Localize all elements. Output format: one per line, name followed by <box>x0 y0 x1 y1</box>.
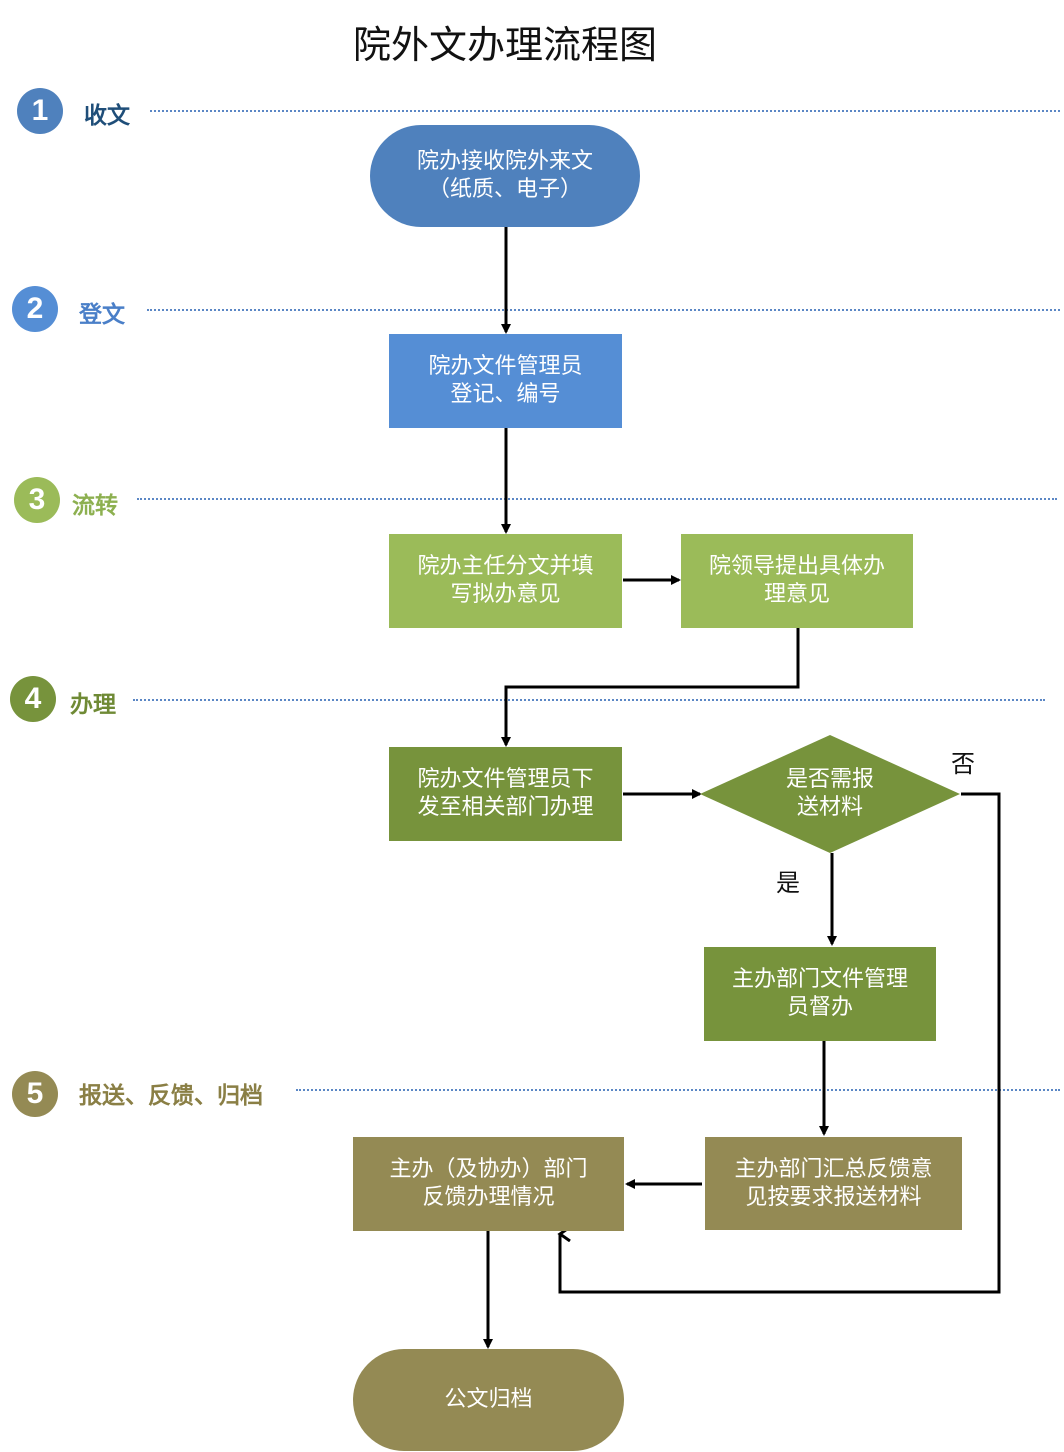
stage-5-label: 报送、反馈、归档 <box>79 1083 263 1109</box>
node-assign-document: 院办主任分文并填写拟办意见 <box>389 534 622 628</box>
arrow-leader-to-dispatch <box>501 628 800 747</box>
stage-2-badge: 2 <box>12 286 58 332</box>
node-archive: 公文归档 <box>353 1349 624 1451</box>
arrow-decision-no <box>560 792 1001 1294</box>
stage-5-divider <box>296 1089 1060 1091</box>
stage-2-divider <box>147 309 1060 311</box>
node-feedback: 主办（及协办）部门反馈办理情况 <box>353 1137 624 1231</box>
stage-3-badge: 3 <box>14 477 60 523</box>
stage-4-label: 办理 <box>70 692 116 718</box>
page-title: 院外文办理流程图 <box>352 23 657 67</box>
node-dispatch-to-department: 院办文件管理员下发至相关部门办理 <box>389 747 622 841</box>
stage-1-label: 收文 <box>84 103 130 129</box>
stage-3-label: 流转 <box>72 493 118 519</box>
decision-diamond <box>700 735 960 853</box>
stage-4-divider <box>133 699 1045 701</box>
branch-label-yes: 是 <box>776 869 800 897</box>
stage-5-badge: 5 <box>12 1071 58 1117</box>
stage-2-label: 登文 <box>79 302 125 328</box>
stage-1-divider <box>150 110 1060 112</box>
node-supervise: 主办部门文件管理员督办 <box>704 947 936 1041</box>
stage-4-badge: 4 <box>10 676 56 722</box>
node-leader-opinion: 院领导提出具体办理意见 <box>681 534 913 628</box>
node-receive-document: 院办接收院外来文（纸质、电子） <box>370 125 640 227</box>
node-register-document: 院办文件管理员登记、编号 <box>389 334 622 428</box>
node-summary-report: 主办部门汇总反馈意见按要求报送材料 <box>705 1137 962 1230</box>
stage-3-divider <box>137 498 1057 500</box>
stage-1-badge: 1 <box>17 88 63 134</box>
decision-label: 是否需报送材料 <box>785 767 874 820</box>
branch-label-no: 否 <box>951 750 975 778</box>
